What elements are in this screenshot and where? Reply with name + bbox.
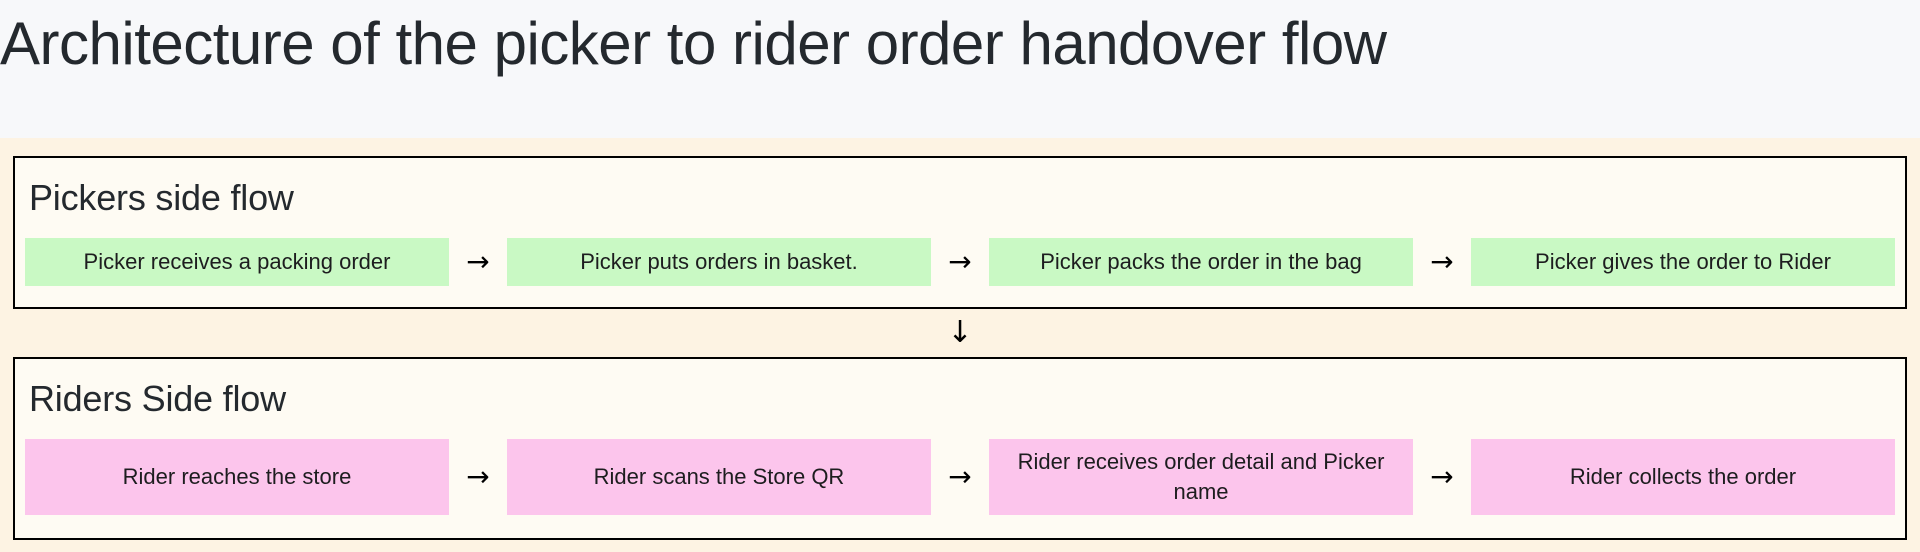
- page-title: Architecture of the picker to rider orde…: [0, 10, 1387, 77]
- riders-section-heading: Riders Side flow: [29, 378, 286, 419]
- rider-step-3[interactable]: Rider receives order detail and Picker n…: [989, 439, 1413, 515]
- arrow-right-icon: →: [1430, 245, 1454, 278]
- pickers-section-heading: Pickers side flow: [29, 177, 294, 218]
- picker-step-3[interactable]: Picker packs the order in the bag: [989, 238, 1413, 286]
- arrow-right-icon: →: [466, 245, 490, 278]
- picker-step-4[interactable]: Picker gives the order to Rider: [1471, 238, 1895, 286]
- rider-step-1[interactable]: Rider reaches the store: [25, 439, 449, 515]
- arrow-right-icon: →: [948, 460, 972, 493]
- picker-step-1[interactable]: Picker receives a packing order: [25, 238, 449, 286]
- arrow-down-icon: ↓: [947, 315, 973, 350]
- riders-flow-row: Rider reaches the store → Rider scans th…: [15, 439, 1905, 515]
- arrow-right-icon: →: [1430, 460, 1454, 493]
- arrow-right-icon: →: [466, 460, 490, 493]
- rider-step-2[interactable]: Rider scans the Store QR: [507, 439, 931, 515]
- pickers-side-flow-panel: Pickers side flow Picker receives a pack…: [13, 156, 1907, 309]
- section-connector: ↓: [0, 311, 1920, 355]
- pickers-flow-row: Picker receives a packing order → Picker…: [15, 238, 1905, 286]
- riders-side-flow-panel: Riders Side flow Rider reaches the store…: [13, 357, 1907, 540]
- picker-step-2[interactable]: Picker puts orders in basket.: [507, 238, 931, 286]
- rider-step-4[interactable]: Rider collects the order: [1471, 439, 1895, 515]
- arrow-right-icon: →: [948, 245, 972, 278]
